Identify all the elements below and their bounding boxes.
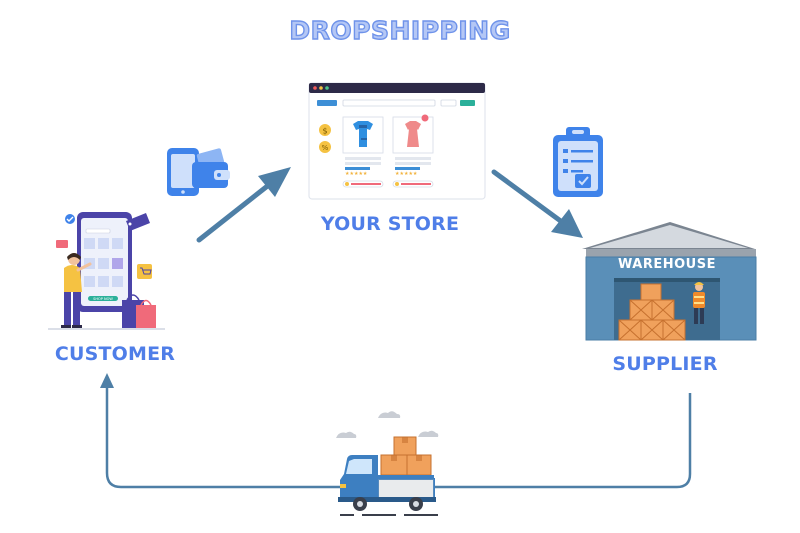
warehouse-sign-text: WAREHOUSE [618,257,716,272]
payment-phone-wallet-icon [167,148,230,196]
warehouse-icon [582,222,757,341]
customer-label: CUSTOMER [54,343,176,365]
dollar-coin-icon: $ [322,127,327,136]
store-browser-icon: $ % ★★★★★ ★★★★★ [308,82,486,200]
diagram-title: DROPSHIPPING [289,15,511,45]
store-label: YOUR STORE [320,213,460,235]
percent-coin-icon: % [322,144,329,152]
return-path-arrow [100,373,692,489]
supplier-label: SUPPLIER [612,353,718,375]
crate-stack [618,283,686,341]
svg-text:★★★★★: ★★★★★ [395,171,418,177]
svg-text:SHOP NOW: SHOP NOW [93,297,113,301]
warehouse-worker [693,282,705,324]
delivery-truck-icon [336,411,439,516]
customer-phone-icon: SHOP NOW [48,212,165,330]
arrow-customer-to-store [196,167,291,243]
svg-text:★★★★★: ★★★★★ [345,171,368,177]
arrow-store-to-supplier [491,169,583,238]
order-clipboard-icon [553,127,603,197]
